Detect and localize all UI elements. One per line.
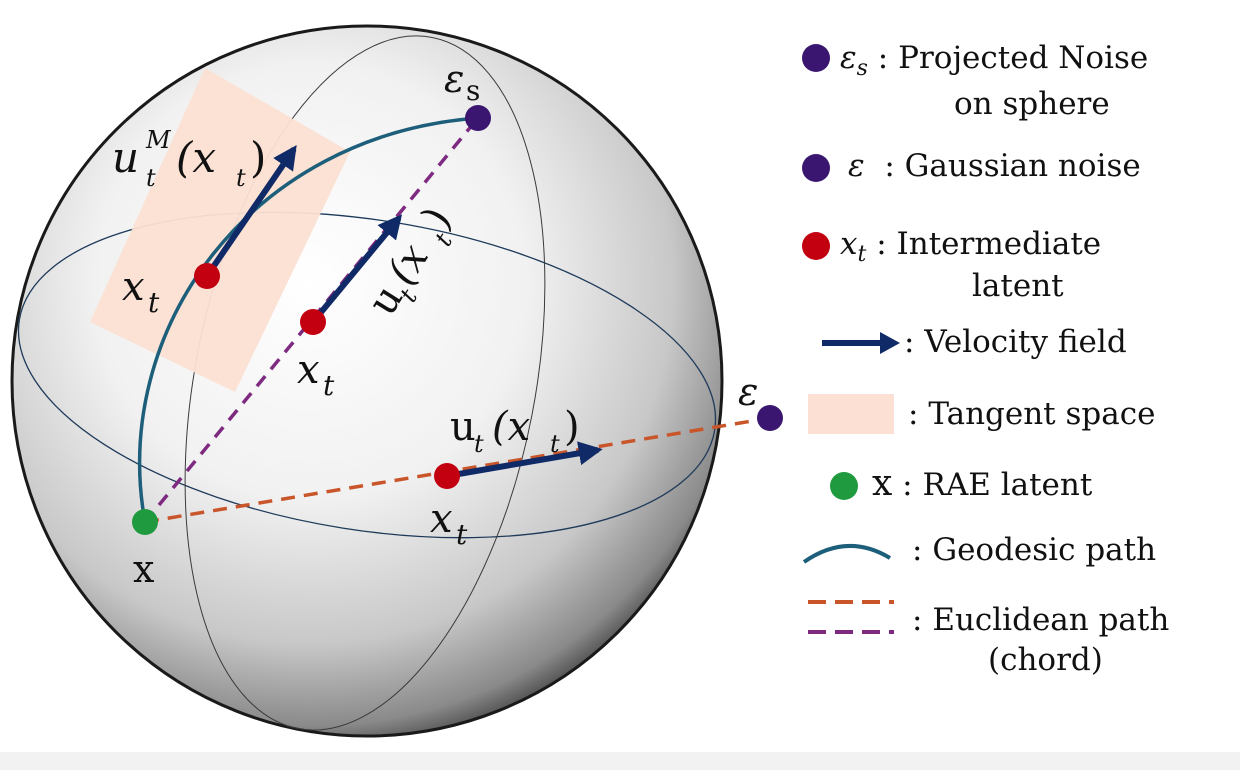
xt-label-geodesic: x — [122, 264, 145, 310]
peach-rect-icon — [808, 394, 894, 434]
xt-point-geodesic — [194, 263, 220, 289]
velocity-arrow-chord — [310, 214, 403, 324]
legend-gaussian-text: Gaussian noise — [904, 148, 1141, 184]
legend-euclidean-line2: (chord) — [988, 642, 1103, 678]
bottom-band — [0, 752, 1240, 770]
u-manifold-u: u — [112, 133, 139, 182]
u-euclid-close: ) — [564, 404, 580, 450]
green-dot-icon — [830, 472, 858, 500]
u-manifold-label: u M t (x t ) — [112, 126, 266, 192]
legend-geodesic-path: : Geodesic path — [912, 532, 1156, 568]
xt-sub-geodesic: t — [148, 286, 160, 319]
u-manifold-sup: M — [145, 126, 172, 154]
legend-sep: : — [908, 396, 919, 432]
legend-projected-noise: εs : Projected Noise — [840, 40, 1148, 87]
u-manifold-sub: t — [146, 164, 156, 192]
legend-intermediate-latent: xt : Intermediate — [840, 226, 1101, 273]
eps-s-point — [465, 105, 491, 131]
geodesic-path — [137, 116, 479, 523]
legend-xt-sub: t — [857, 242, 867, 268]
u-euclid-label: u t (x t ) — [450, 404, 580, 458]
legend-geodesic-text: Geodesic path — [932, 532, 1157, 568]
legend-sep: : — [902, 467, 913, 503]
u-manifold-close: ) — [250, 133, 266, 182]
eps-label: ε — [738, 370, 758, 414]
legend-x-symbol: x — [872, 463, 893, 504]
u-manifold-arg: (x — [176, 133, 216, 182]
red-dot-icon — [802, 232, 830, 260]
xt-point-chord — [300, 309, 326, 335]
u-euclid-arg: (x — [492, 404, 530, 450]
x-label: x — [133, 547, 154, 591]
eps-point — [757, 405, 783, 431]
legend-rae-text: RAE latent — [922, 467, 1093, 503]
legend-eps-symbol: ε — [848, 148, 865, 184]
legend-gaussian-noise: ε : Gaussian noise — [848, 148, 1141, 184]
xt-sub-euclid: t — [456, 518, 468, 551]
velocity-arrow-manifold — [204, 145, 297, 278]
xt-point-euclid — [434, 463, 460, 489]
xt-label-euclid: x — [430, 496, 453, 542]
arrow-icon — [822, 332, 900, 354]
legend-rae-latent: x : RAE latent — [872, 463, 1093, 504]
legend-euclidean-path: : Euclidean path — [912, 602, 1169, 638]
legend-sep: : — [912, 602, 923, 638]
legend-projected-line2: on sphere — [954, 86, 1110, 122]
u-manifold-arg-sub: t — [236, 164, 246, 192]
legend-intermediate-line2: latent — [972, 268, 1064, 304]
legend-sep: : — [912, 532, 923, 568]
legend-eps-s-sub: s — [856, 56, 868, 82]
u-euclid-sub: t — [474, 430, 484, 458]
xt-sub-chord: t — [323, 369, 335, 402]
eps-s-sub: s — [466, 74, 480, 107]
legend-velocity-field: : Velocity field — [904, 324, 1127, 360]
legend-sep: : — [904, 324, 915, 360]
legend-sep: : — [876, 226, 887, 262]
x-point — [132, 509, 158, 535]
velocity-arrow-euclid — [446, 441, 603, 479]
legend-xt-symbol: x — [840, 226, 858, 262]
legend-euclidean-line1: Euclidean path — [932, 602, 1170, 638]
purple-dot-icon — [802, 44, 830, 72]
euclidean-path — [144, 416, 771, 524]
eps-s-label: ε — [444, 57, 464, 101]
legend-tangent-text: Tangent space — [928, 396, 1156, 432]
legend-eps-s-symbol: ε — [840, 40, 857, 76]
legend-velocity-text: Velocity field — [924, 324, 1127, 360]
u-euclid-arg-sub: t — [550, 430, 560, 458]
arc-icon — [802, 544, 892, 564]
legend-sep: : — [877, 40, 889, 76]
u-euclid-u: u — [450, 404, 476, 450]
dashed-lines-icon — [808, 600, 894, 634]
xt-label-chord: x — [297, 347, 320, 393]
legend-tangent-space: : Tangent space — [908, 396, 1155, 432]
purple-dot-icon — [802, 154, 830, 182]
legend-projected-line1: Projected Noise — [898, 40, 1149, 76]
legend-intermediate-line1: Intermediate — [896, 226, 1102, 262]
legend-sep: : — [884, 148, 895, 184]
